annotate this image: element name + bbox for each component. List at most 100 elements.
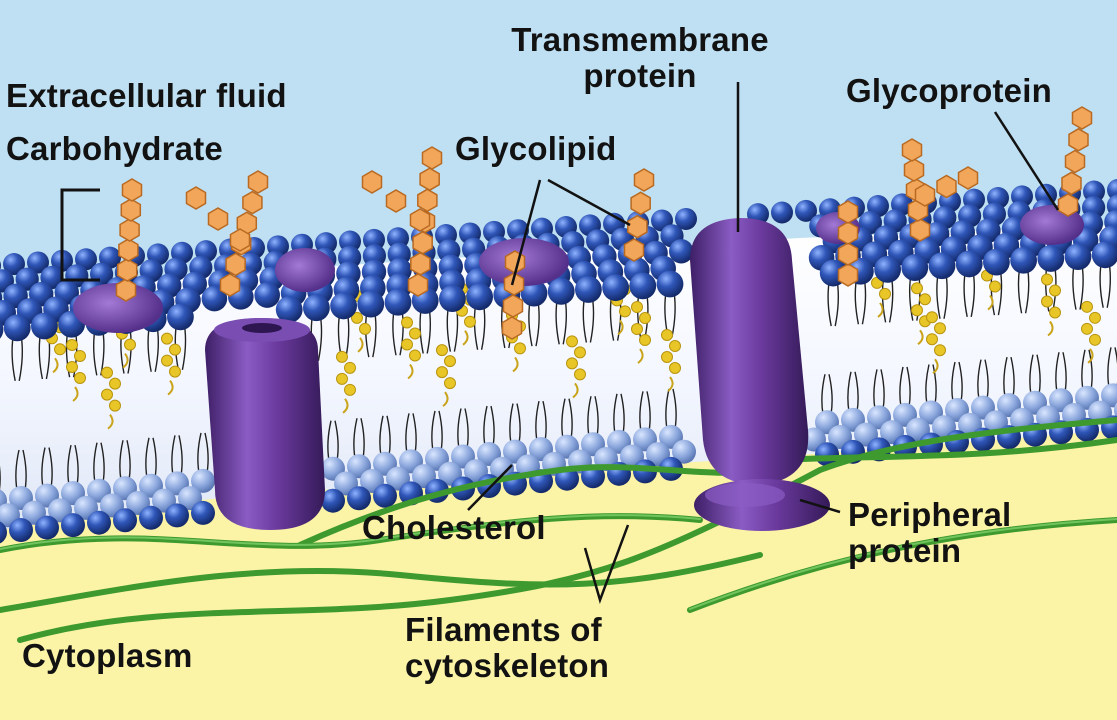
cholesterol [661,329,681,392]
cholesterol-label: Cholesterol [362,509,546,546]
phospholipid-head [75,248,97,271]
cholesterol [101,366,121,430]
phospholipid-head [3,314,31,342]
carbohydrate-chain [361,170,431,232]
filaments-label-line-1: Filaments of [405,611,602,648]
carbohydrate-chain [185,186,251,252]
phospholipid-head [3,253,25,276]
cholesterol [566,335,586,399]
phospholipid-head [955,250,983,278]
carbohydrate-chain [837,200,859,287]
transmembrane-protein-label-line-1: Transmembrane [511,21,769,58]
phospholipid-head [363,228,385,251]
cholesterol [436,344,456,407]
phospholipid-head [31,312,58,340]
phospholipid-head [520,279,548,307]
phospholipid-head [901,254,929,281]
phospholipid-head [191,468,215,493]
glycolipid-leader [547,178,631,227]
leader-lines [467,82,1060,604]
transmembrane-protein-label: Transmembrane protein [475,22,805,94]
cytoskeleton-filaments-highlight [0,514,1117,610]
cytoplasm-label: Cytoplasm [22,637,193,674]
carbohydrate-chain [115,178,143,302]
cholesterol [66,338,86,402]
filaments-label-line-2: cytoskeleton [405,647,610,684]
phospholipid-head [0,261,1,271]
phospholipid-head [303,294,330,322]
phospholipid-head [347,486,371,511]
phospholipid-head [874,256,901,283]
cholesterol [1041,273,1061,337]
phospholipid-head [466,283,493,311]
phospholipid-head [1101,383,1117,408]
phospholipid-head [1091,241,1117,269]
phospholipid-head [339,230,361,253]
channel-protein [205,318,325,530]
phospholipid-head [191,500,215,525]
carbohydrate-chains [115,106,1093,340]
phospholipid-head [9,518,33,543]
cholesterol [1081,300,1101,364]
phospholipid-head [373,483,397,508]
peripheral-protein-label-line-1: Peripheral [848,496,1012,533]
glycolipid-label: Glycolipid [455,130,617,167]
phospholipid-head [275,296,303,323]
cholesterol [631,301,651,364]
carbohydrate-chain [1057,106,1093,217]
glycoprotein-leader [993,111,1060,211]
filaments-of-cytoskeleton-label: Filaments of cytoskeleton [405,612,609,684]
phospholipid-head [357,290,385,318]
phospholipid-head [167,303,194,331]
phospholipid-head [35,515,59,540]
phospholipid-head [1083,180,1105,203]
phospholipid-head [87,510,111,535]
phospholipid-head [201,285,228,312]
phospholipid-head [254,282,280,308]
carbohydrate-chain [219,170,269,297]
phospholipid-head [629,272,657,300]
phospholipid-head [330,292,357,320]
peripheral-protein-label-line-2: protein [848,532,962,569]
phospholipid-head [1064,243,1092,271]
carbohydrate-label: Carbohydrate [6,130,223,167]
phospholipid-head [384,288,412,316]
phospholipid-head [1010,246,1037,274]
filament [297,464,783,548]
peripheral-protein-label: Peripheral protein [848,497,1011,569]
filament [777,437,1117,463]
surface-protein [73,283,163,333]
phospholipid-head [439,285,466,313]
phospholipid-head [575,276,602,303]
phospholipid-head [165,503,189,528]
carbohydrate-bracket [60,188,100,282]
carbohydrate-chain [914,166,979,207]
phospholipid-head [321,488,345,513]
cholesterol [401,316,421,380]
cholesterol [926,311,946,375]
extracellular-fluid-label: Extracellular fluid [6,77,287,114]
phospholipid-head [113,508,137,533]
glycolipid-leader [510,179,542,286]
peripheral-leader [799,498,841,514]
phospholipid-head [61,513,85,538]
phospholipid-head [1037,245,1065,272]
cholesterol [336,350,356,414]
phospholipid-head [0,521,7,544]
phospholipid-head [602,274,629,302]
carbohydrate-chain [623,168,655,262]
phospholipid-head [15,267,39,291]
phospholipid-head [547,277,575,305]
phospholipid-head [983,248,1010,276]
filament [0,552,763,613]
transmembrane-protein [690,218,830,531]
filaments-leader [583,524,630,604]
phospholipid-head [672,439,696,464]
lower-phospholipid-heads [0,383,1117,544]
cholesterol-leader [467,464,513,511]
phospholipid-head [795,199,817,222]
phospholipid-head [27,251,49,274]
glycoprotein-label: Glycoprotein [846,72,1052,109]
